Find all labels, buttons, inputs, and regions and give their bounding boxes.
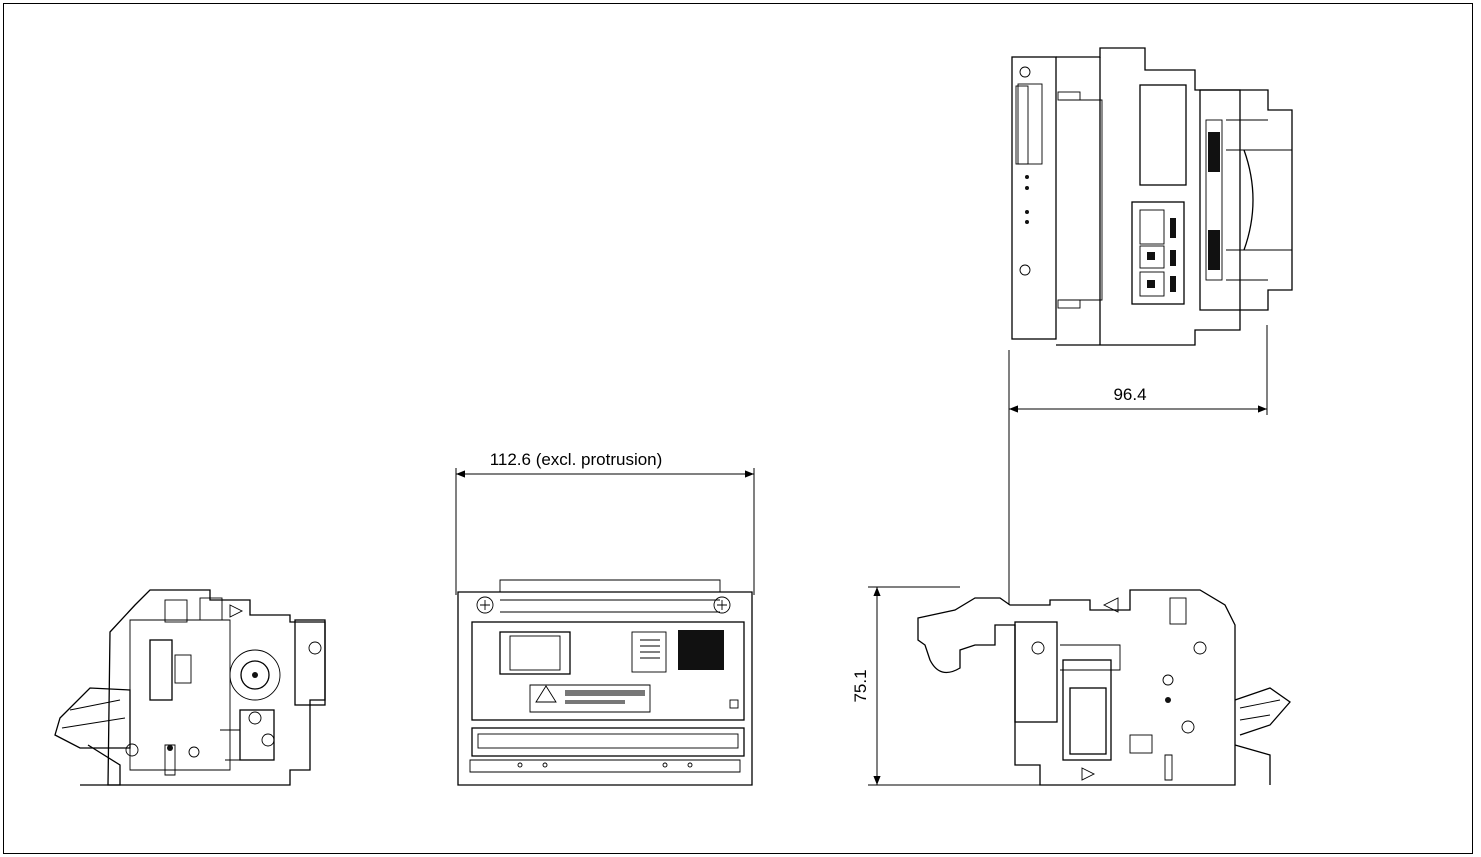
right-side-view [917,589,1291,786]
dimension-width-front: 112.6 (excl. protrusion) [455,450,755,595]
dim-label-width: 112.6 (excl. protrusion) [490,450,663,469]
dim-label-height: 75.1 [851,669,870,702]
dim-label-depth: 96.4 [1113,385,1146,404]
dimension-height-side: 75.1 [851,586,1040,786]
dimension-depth-top: 96.4 [1008,325,1268,605]
front-view [457,579,753,786]
drawing-frame [3,3,1473,854]
top-view [1011,47,1293,346]
left-side-view [54,589,326,786]
